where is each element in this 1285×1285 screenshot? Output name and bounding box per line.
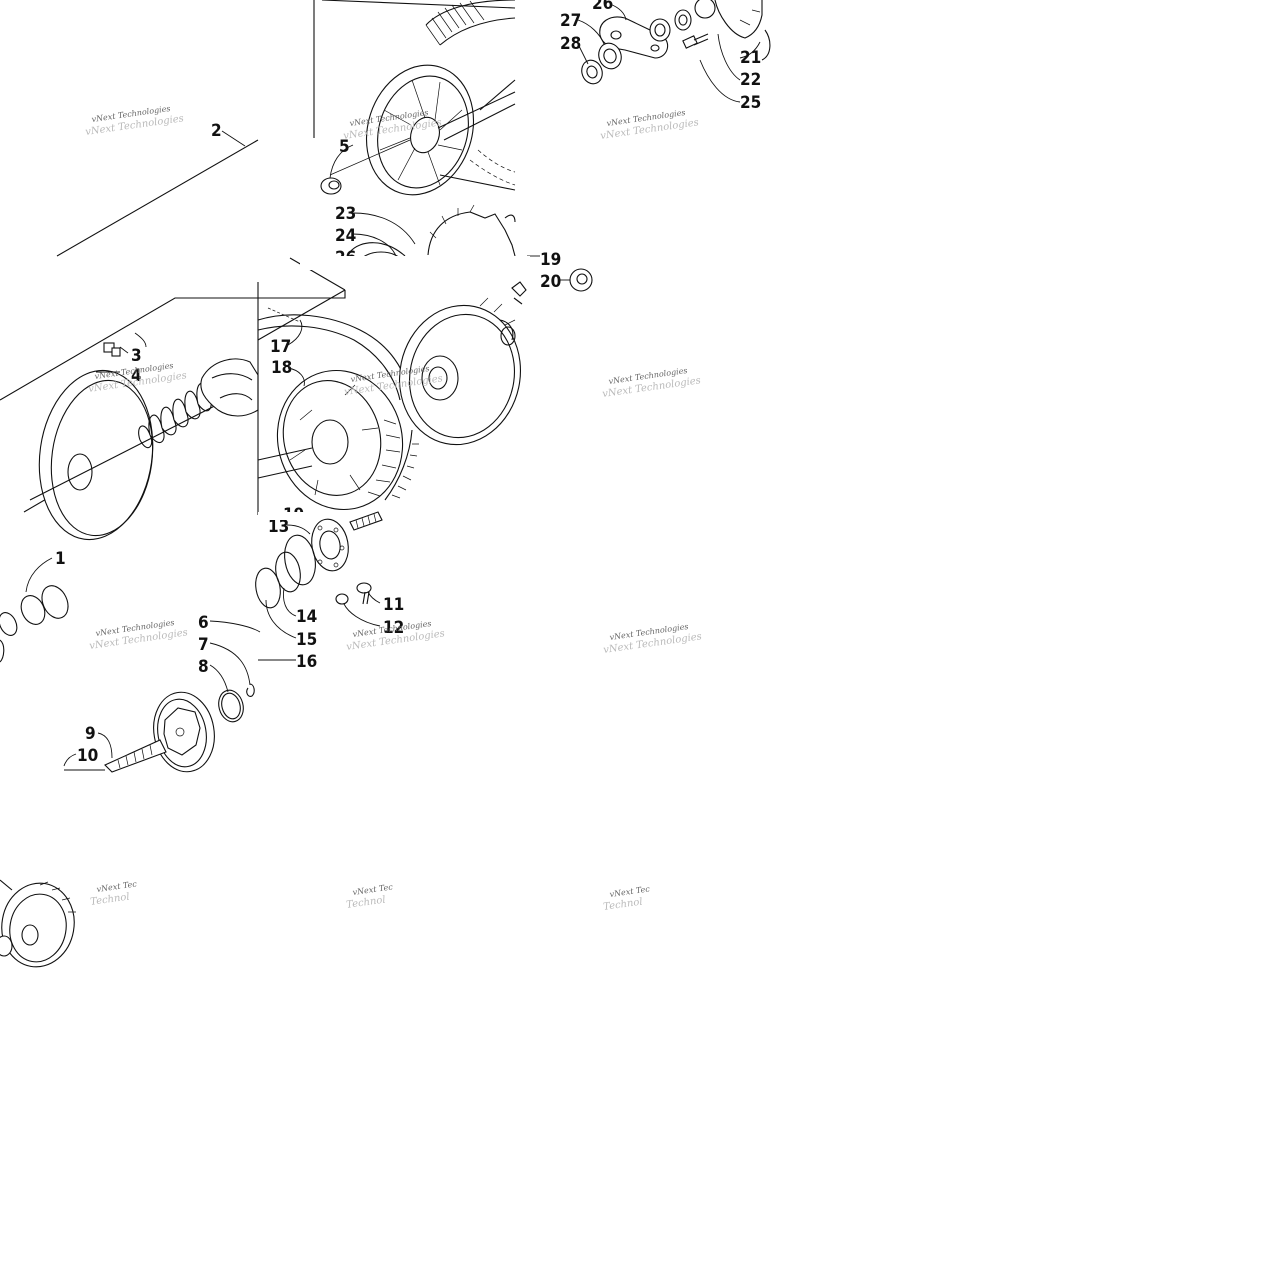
rings-1	[0, 585, 69, 663]
stud	[349, 511, 383, 531]
callout-20: 20	[540, 272, 561, 292]
watermarks: vNext Technologies vNext Technologies vN…	[85, 104, 703, 913]
spring	[138, 382, 212, 449]
top-panel	[313, 0, 516, 191]
callout-9: 9	[85, 724, 96, 744]
clip-7	[246, 683, 255, 697]
movable-sheave	[29, 369, 243, 541]
callout-18: 18	[271, 358, 292, 378]
callout-23: 23	[335, 204, 356, 224]
callout-12: 12	[383, 618, 404, 638]
bearing-13	[311, 518, 349, 572]
watermark-12-partial: Technol vNext Tec	[603, 884, 651, 913]
watermark-6: vNext Technologies vNext Technologies	[602, 366, 702, 400]
gear-ring	[384, 429, 419, 501]
drive-belt-top	[425, 0, 516, 46]
watermark-1: vNext Technologies vNext Technologies	[85, 104, 185, 138]
callout-22: 22	[740, 70, 761, 90]
callout-28: 28	[560, 34, 581, 54]
cover-21	[714, 0, 771, 61]
spider	[200, 358, 259, 417]
callout-13: 13	[268, 517, 289, 537]
callout-19: 19	[540, 250, 561, 270]
callout-26-top: 26	[592, 0, 613, 14]
gear-partial-19	[427, 204, 516, 257]
leader-lines	[25, 3, 761, 767]
clutch-assembly-18	[257, 369, 404, 511]
clip-mask-2	[258, 512, 318, 520]
watermark-11-partial: Technol vNext Tec	[346, 882, 394, 911]
svg-text:vNext Tec: vNext Tec	[609, 884, 651, 899]
clip-mask	[300, 256, 530, 270]
watermark-9: vNext Technologies vNext Technologies	[603, 622, 703, 656]
bolt-25	[682, 33, 709, 49]
nut-5	[320, 177, 342, 195]
callout-4: 4	[131, 366, 142, 386]
callout-3: 3	[131, 346, 142, 366]
callout-10: 10	[77, 746, 98, 766]
watermark-3: vNext Technologies vNext Technologies	[600, 108, 700, 142]
svg-text:vNext Tec: vNext Tec	[96, 879, 138, 894]
callout-7: 7	[198, 635, 209, 655]
callout-6: 6	[198, 613, 209, 633]
svg-text:Technol: Technol	[603, 897, 644, 913]
watermark-7: vNext Technologies vNext Technologies	[89, 618, 189, 652]
callout-16: 16	[296, 652, 317, 672]
callout-27: 27	[560, 11, 581, 31]
shaft-9-10	[64, 739, 167, 773]
driven-sheave	[329, 64, 516, 196]
callout-21: 21	[740, 48, 761, 68]
watermark-2: vNext Technologies vNext Technologies	[343, 108, 443, 142]
fixed-sheave	[398, 297, 522, 446]
callout-14: 14	[296, 607, 317, 627]
callout-1: 1	[55, 549, 66, 569]
callout-24: 24	[335, 226, 356, 246]
callout-11: 11	[383, 595, 404, 615]
callout-2: 2	[211, 121, 222, 141]
nut-20	[569, 268, 593, 292]
callout-15: 15	[296, 630, 317, 650]
bolt-11	[356, 582, 372, 605]
seal-27	[598, 42, 622, 70]
rings-14-15	[255, 534, 316, 609]
snap-rings-23-24-26	[349, 242, 406, 259]
svg-text:Technol: Technol	[346, 895, 387, 911]
housing-line-2	[56, 139, 259, 257]
bushing-stack	[649, 0, 716, 42]
bearing-28	[581, 59, 603, 85]
callout-19-clipped: 19	[283, 505, 304, 525]
callout-labels: 1 2 3 4 5 6 7 8 9 10 11 12 13 14 15 16 1…	[55, 0, 761, 766]
clutch-housing	[153, 691, 215, 773]
callout-17: 17	[270, 337, 291, 357]
washer-12	[335, 593, 349, 605]
callout-5: 5	[339, 137, 350, 157]
callout-8: 8	[198, 657, 209, 677]
key-parts-19	[511, 281, 527, 305]
dashed-belt-path	[469, 149, 516, 186]
weights-3-4	[96, 332, 147, 373]
bottom-clutch	[0, 879, 76, 968]
callout-25: 25	[740, 93, 761, 113]
watermark-10-partial: Technol vNext Tec	[90, 879, 138, 908]
ring-8	[218, 689, 244, 723]
svg-text:Technol: Technol	[90, 892, 131, 908]
svg-text:vNext Tec: vNext Tec	[352, 882, 394, 897]
